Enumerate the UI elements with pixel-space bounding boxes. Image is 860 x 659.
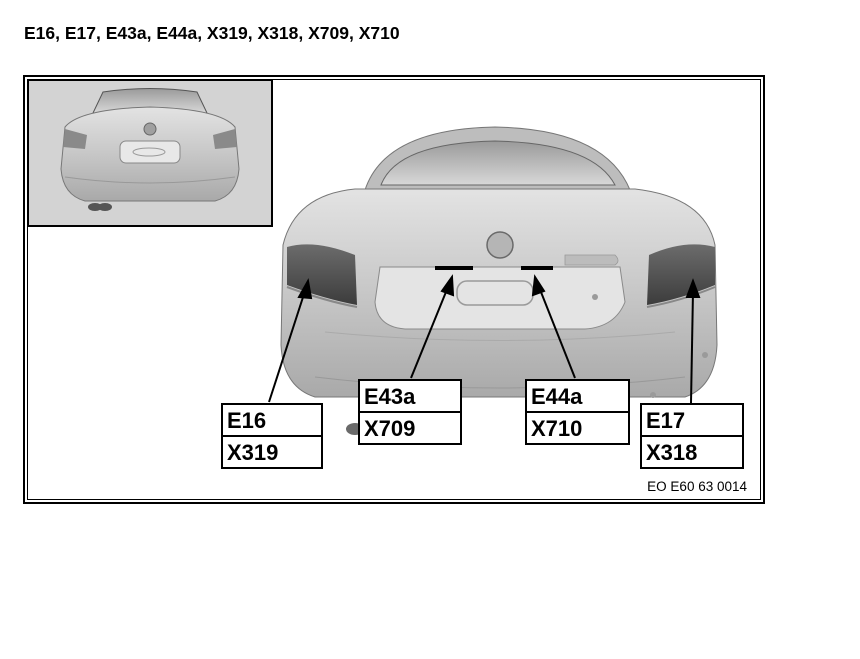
- diagram-inner-border: [27, 79, 761, 500]
- leader-arrows: [268, 274, 701, 404]
- diagram-frame: E16 X319 E43a X709 E44a X710 E17 X318 EO…: [23, 75, 765, 504]
- inset-thumbnail: [27, 79, 273, 227]
- figure-reference: EO E60 63 0014: [647, 479, 747, 494]
- callout-component: E17: [642, 405, 742, 437]
- callout-connector: X318: [646, 440, 698, 465]
- car-rear-main: [280, 126, 718, 439]
- callout-connector: X319: [227, 440, 279, 465]
- callout-e43a-x709: E43a X709: [358, 379, 462, 445]
- callout-component: E16: [223, 405, 321, 437]
- callout-connector: X709: [364, 416, 416, 441]
- car-rear-illustration: [27, 79, 718, 439]
- callout-component: E43a: [360, 381, 460, 413]
- callout-e44a-x710: E44a X710: [525, 379, 630, 445]
- callout-component: E44a: [527, 381, 628, 413]
- callout-e17-x318: E17 X318: [640, 403, 744, 469]
- page-heading: E16, E17, E43a, E44a, X319, X318, X709, …: [24, 23, 400, 43]
- callout-connector: X710: [531, 416, 583, 441]
- callout-e16-x319: E16 X319: [221, 403, 323, 469]
